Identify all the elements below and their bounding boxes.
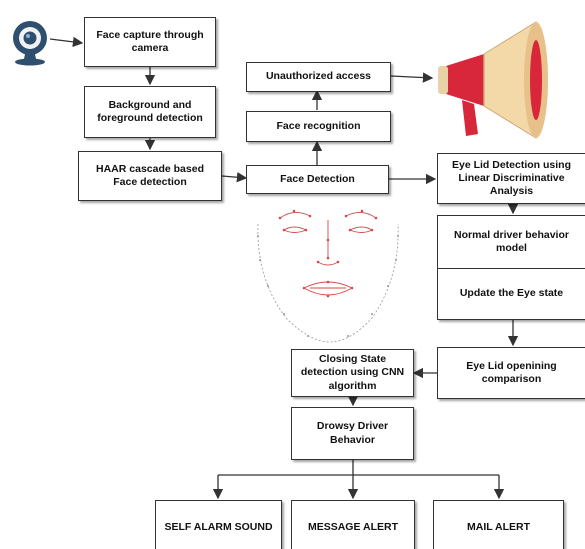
eyelid-comparison-label: Eye Lid openining comparison [466,359,557,385]
face-detection-label: Face Detection [280,172,355,185]
behavior-model-box: Normal driver behavior model Update the … [437,215,585,320]
closing-state-cnn-label: Closing State detection using CNN algori… [300,353,405,392]
eyelid-comparison-box: Eye Lid openining comparison [437,347,585,399]
background-detection-label: Background and foreground detection [97,98,203,124]
edge-unauthorized-to-alarm [390,72,434,83]
background-detection-box: Background and foreground detection [84,86,216,138]
edge-camera-to-capture [49,36,84,48]
megaphone-icon [438,21,548,139]
unauthorized-access-box: Unauthorized access [246,62,391,92]
self-alarm-box: SELF ALARM SOUND [155,500,282,549]
mail-alert-box: MAIL ALERT [433,500,564,549]
normal-model-label: Normal driver behavior model [454,228,569,254]
face-detection-box: Face Detection [246,165,389,194]
eyelid-lda-box: Eye Lid Detection using Linear Discrimin… [437,153,585,204]
update-eye-cell: Update the Eye state [438,268,585,319]
closing-state-cnn-box: Closing State detection using CNN algori… [291,349,414,397]
normal-model-cell: Normal driver behavior model [438,216,585,269]
mail-alert-label: MAIL ALERT [467,520,530,533]
drowsy-behavior-box: Drowsy Driver Behavior [291,407,414,460]
face-capture-box: Face capture through camera [84,17,216,67]
haar-cascade-label: HAAR cascade based Face detection [96,162,204,188]
eyelid-lda-label: Eye Lid Detection using Linear Discrimin… [451,158,572,198]
update-eye-label: Update the Eye state [459,286,564,299]
face-landmarks-icon [257,209,399,343]
haar-cascade-box: HAAR cascade based Face detection [78,151,222,201]
face-capture-label: Face capture through camera [96,28,204,54]
unauthorized-access-label: Unauthorized access [265,70,372,83]
edge-haar-to-facedetection [221,172,248,183]
face-recognition-label: Face recognition [276,119,361,132]
self-alarm-label: SELF ALARM SOUND [164,520,273,533]
face-recognition-box: Face recognition [246,111,391,142]
webcam-icon [13,21,47,66]
message-alert-label: MESSAGE ALERT [307,520,399,533]
drowsy-behavior-label: Drowsy Driver Behavior [316,420,389,446]
message-alert-box: MESSAGE ALERT [291,500,415,549]
